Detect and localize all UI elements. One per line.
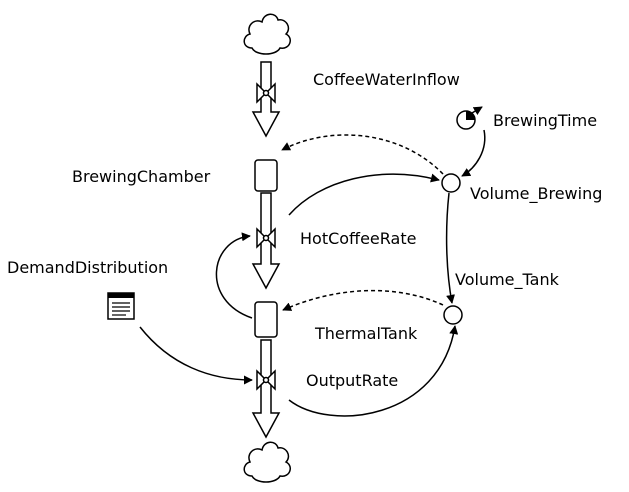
label-hot-coffee-rate: HotCoffeeRate [300, 229, 416, 248]
label-thermal-tank: ThermalTank [314, 324, 418, 343]
link-hotcoffee-volume-brewing [288, 173, 440, 216]
thermal-tank-stock[interactable] [254, 301, 278, 338]
label-coffee-water-inflow: CoffeeWaterInflow [313, 70, 460, 89]
label-volume-tank: Volume_Tank [455, 270, 560, 290]
hot-coffee-valve-icon[interactable] [256, 227, 276, 249]
output-pipe [251, 339, 281, 439]
link-brewingtime-volume-brewing [461, 129, 486, 177]
label-brewing-chamber: BrewingChamber [72, 167, 211, 186]
brewing-time-clock-icon[interactable] [456, 106, 483, 130]
demand-table-icon[interactable] [107, 292, 135, 320]
label-brewing-time: BrewingTime [493, 111, 597, 130]
link-demand-output-rate [139, 326, 253, 385]
link-output-rate-volume-tank [288, 325, 459, 417]
inflow-valve-icon[interactable] [256, 82, 276, 104]
label-output-rate: OutputRate [306, 371, 398, 390]
volume-tank-aux[interactable] [443, 305, 463, 325]
sink-cloud-icon [243, 441, 291, 483]
link-volume-tank-thermal-tank [282, 289, 444, 311]
label-demand-distribution: DemandDistribution [7, 258, 168, 277]
volume-brewing-aux[interactable] [441, 173, 461, 193]
brewing-chamber-stock[interactable] [254, 159, 278, 192]
inflow-pipe [251, 61, 281, 138]
link-volume-brewing-volume-tank [445, 192, 455, 304]
output-valve-icon[interactable] [256, 369, 276, 391]
link-thermal-tank-hotcoffee [215, 232, 253, 319]
link-volume-brewing-chamber [281, 134, 444, 175]
source-cloud-icon [243, 13, 291, 55]
label-volume-brewing: Volume_Brewing [470, 184, 602, 204]
